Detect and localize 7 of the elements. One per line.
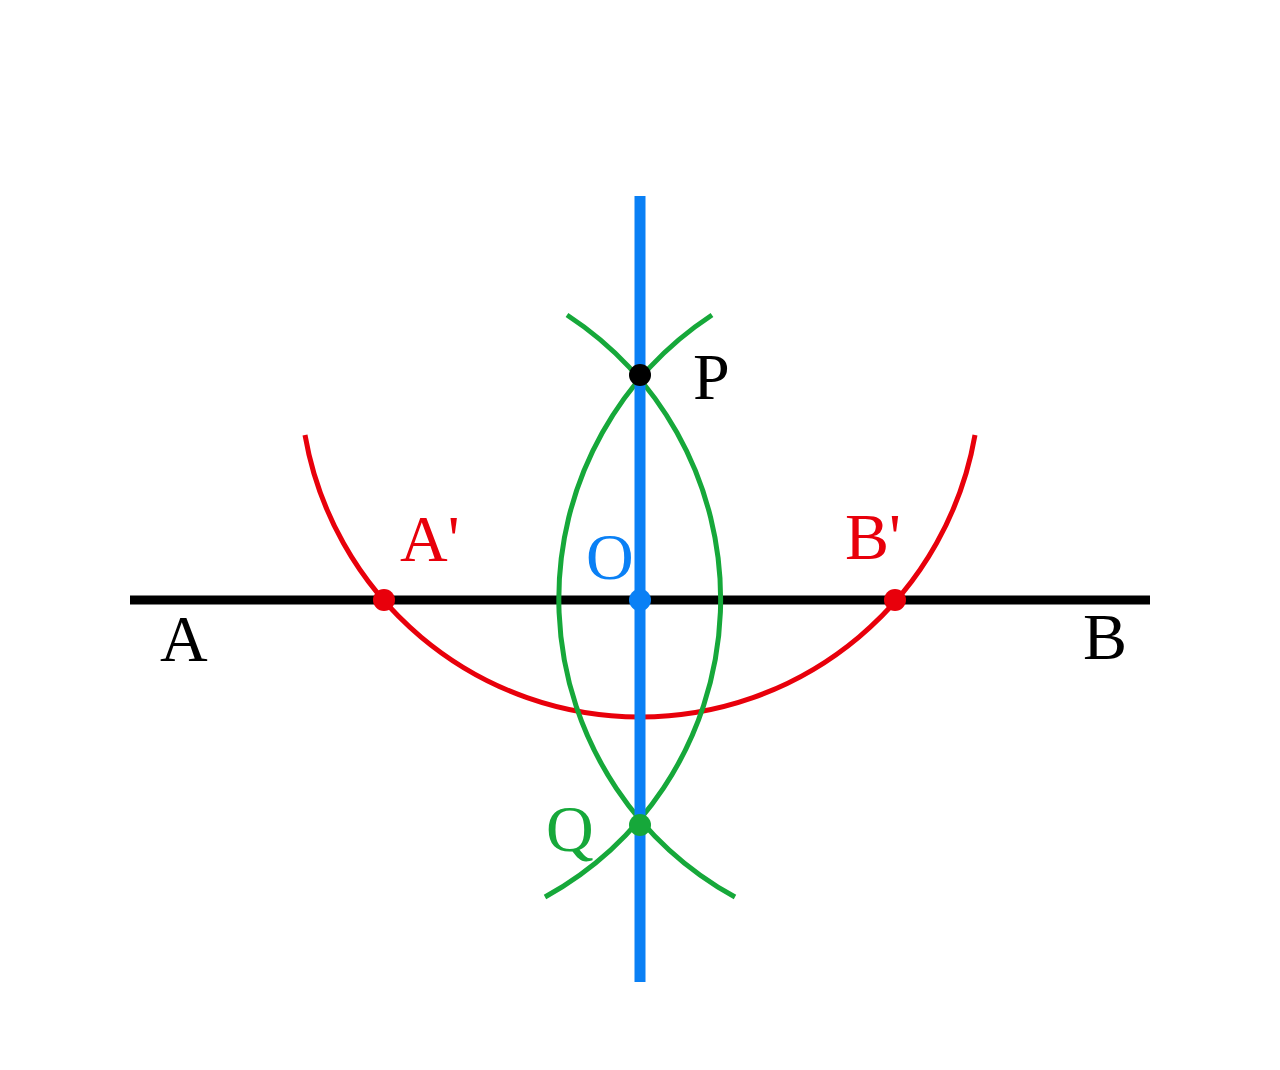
point-label: B (1083, 604, 1128, 670)
point-label: Q (546, 796, 594, 862)
point-label: A (160, 606, 208, 672)
point-label: P (693, 344, 730, 410)
point-label: B' (845, 504, 901, 570)
point-label: O (586, 524, 634, 590)
point-label: A' (400, 506, 460, 572)
